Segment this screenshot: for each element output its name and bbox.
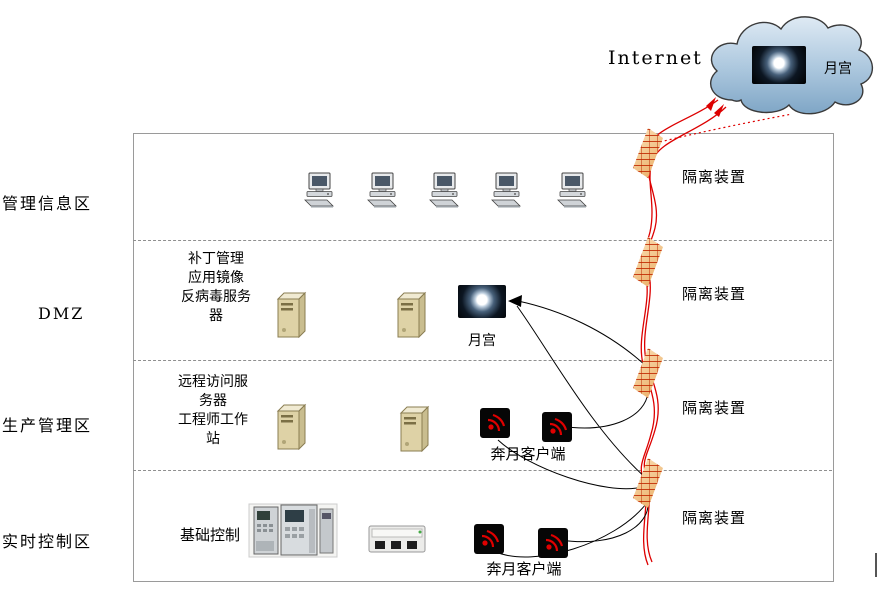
benyue-client-icon [542, 412, 572, 442]
dmz-moon-label: 月宫 [468, 333, 496, 349]
server-icon [395, 402, 433, 456]
benyue-client-icon [480, 408, 510, 438]
zone-separator [133, 240, 832, 241]
moon-screen-icon-cloud [752, 46, 806, 84]
isolation-label-3: 隔离装置 [682, 399, 747, 417]
desktop-pc-icon [490, 172, 524, 216]
internet-label: Internet [608, 47, 703, 69]
server-icon [392, 288, 430, 342]
plc-controllers-icon [248, 501, 338, 563]
diagram-border [133, 133, 834, 582]
zone-label-control: 实时控制区 [2, 532, 93, 551]
production-client-label: 奔月客户端 [490, 445, 566, 463]
isolation-label-4: 隔离装置 [682, 509, 747, 527]
server-icon [272, 288, 310, 342]
benyue-client-icon [474, 524, 504, 554]
benyue-client-icon [538, 528, 568, 558]
zone-label-management: 管理信息区 [2, 194, 93, 213]
isolation-label-1: 隔离装置 [682, 168, 747, 186]
zone-label-production: 生产管理区 [2, 416, 93, 435]
isolation-label-2: 隔离装置 [682, 285, 747, 303]
desktop-pc-icon [366, 172, 400, 216]
server-icon [272, 400, 310, 454]
desktop-pc-icon [303, 172, 337, 216]
stray-mark [875, 553, 877, 577]
zone-separator [133, 470, 832, 471]
moon-screen-icon-dmz [458, 285, 506, 318]
production-server-caption: 远程访问服 务器 工程师工作 站 [178, 374, 248, 447]
din-rail-module-icon [368, 522, 426, 560]
zone-label-dmz: DMZ [38, 304, 85, 323]
cloud-moon-label: 月宫 [824, 61, 852, 77]
control-client-label: 奔月客户端 [486, 560, 562, 578]
dmz-server-caption: 补丁管理 应用镜像 反病毒服务 器 [181, 251, 251, 324]
desktop-pc-icon [556, 172, 590, 216]
zone-separator [133, 360, 832, 361]
desktop-pc-icon [428, 172, 462, 216]
control-caption: 基础控制 [179, 526, 240, 544]
